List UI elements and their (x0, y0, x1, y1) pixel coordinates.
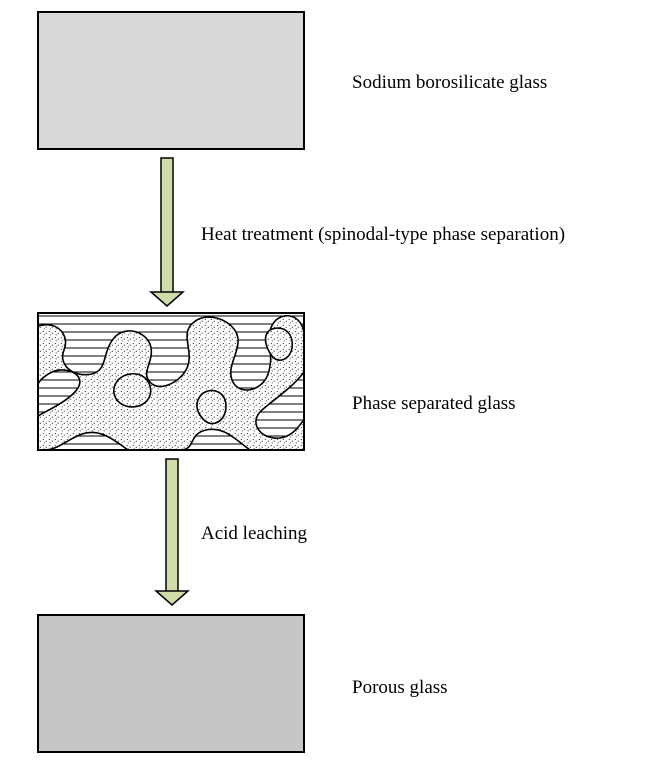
phase-separated-block (37, 312, 305, 451)
stage-label-porous-glass: Porous glass (352, 677, 448, 698)
step-label-acid-leaching: Acid leaching (201, 523, 308, 544)
stage-label-phase-separated: Phase separated glass (352, 393, 516, 414)
stage-label-sodium-borosilicate: Sodium borosilicate glass (352, 72, 548, 93)
step-label-heat-treatment: Heat treatment (spinodal-type phase sepa… (201, 224, 566, 245)
porous-glass-block (37, 614, 305, 753)
down-arrow-icon (149, 157, 185, 307)
down-arrow-icon (154, 458, 190, 606)
glass-block (37, 11, 305, 150)
